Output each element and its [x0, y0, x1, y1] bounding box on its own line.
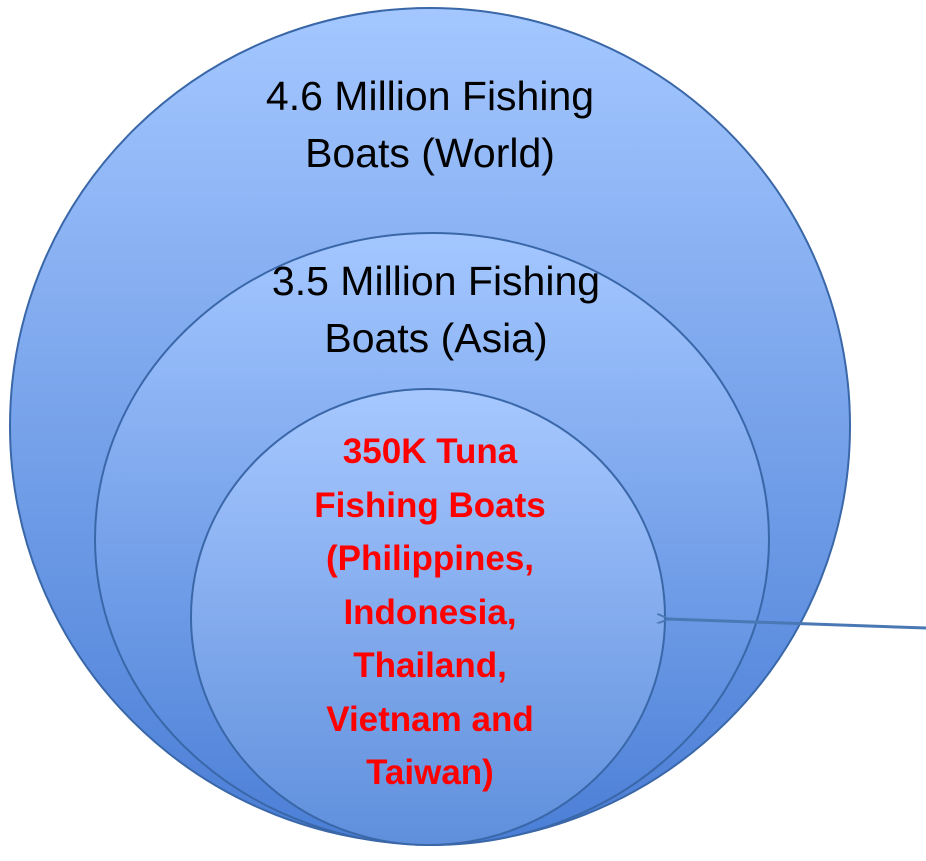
tuna-label-line-5: Thailand, [353, 646, 507, 685]
pointer-arrow [667, 619, 926, 630]
asia-label-line-1: 3.5 Million Fishing [271, 258, 601, 304]
asia-label-line-2: Boats (Asia) [324, 315, 548, 361]
tuna-label-line-7: Taiwan) [366, 753, 494, 792]
tuna-label-line-1: 350K Tuna [342, 432, 518, 471]
tuna-label-line-2: Fishing Boats [314, 485, 546, 525]
tuna-label: 350K Tuna Fishing Boats (Philippines, In… [240, 425, 620, 800]
world-label-line-1: 4.6 Million Fishing [265, 73, 595, 119]
world-label-line-2: Boats (World) [305, 130, 555, 176]
world-label: 4.6 Million Fishing Boats (World) [230, 68, 630, 182]
tuna-label-line-3: (Philippines, [325, 539, 535, 578]
asia-label: 3.5 Million Fishing Boats (Asia) [236, 253, 636, 367]
tuna-label-line-4: Indonesia, [343, 592, 517, 632]
tuna-label-line-6: Vietnam and [326, 699, 534, 739]
